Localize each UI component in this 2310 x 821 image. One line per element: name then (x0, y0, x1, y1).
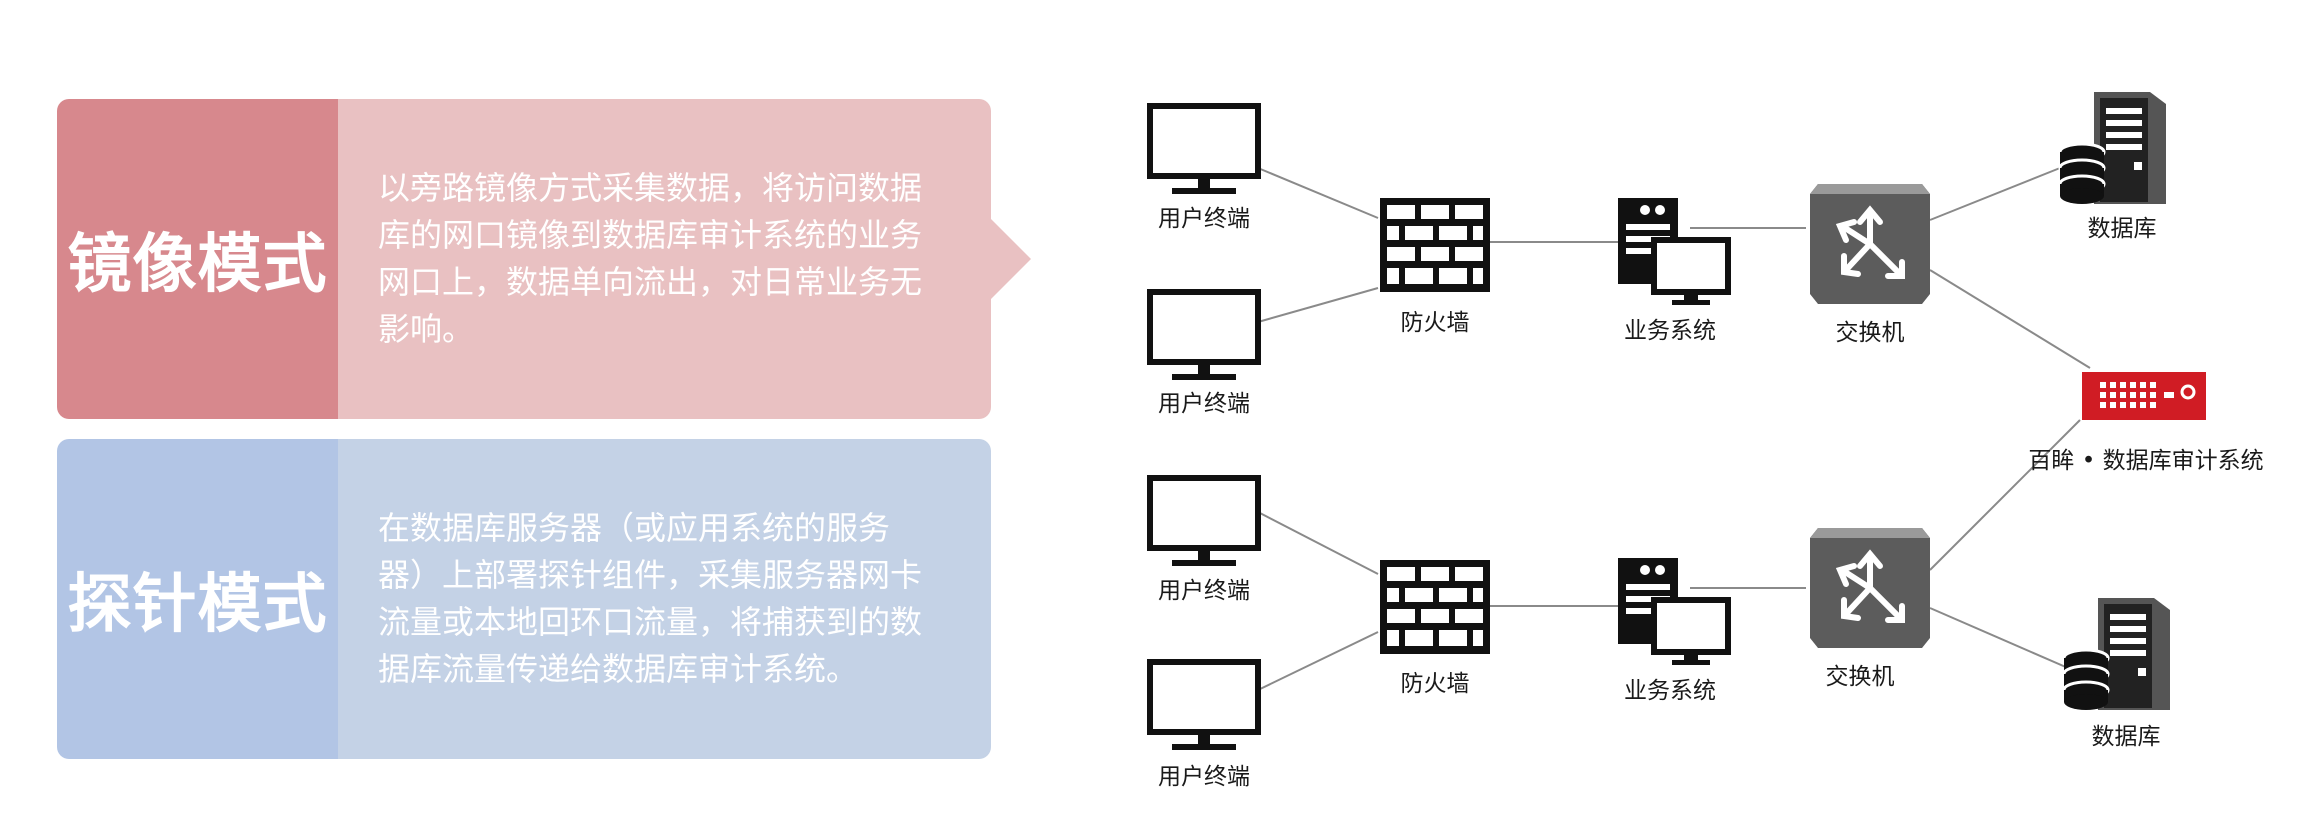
business-system-label: 业务系统 (1624, 318, 1716, 344)
terminal-top-2: 用户终端 (1150, 292, 1258, 417)
switch-top: 交换机 (1810, 184, 1930, 346)
audit-appliance: 百眸 • 数据库审计系统 (2028, 372, 2264, 474)
terminal-top-1: 用户终端 (1150, 106, 1258, 232)
probe-mode-title-block: 探针模式 (57, 439, 338, 759)
database-server-icon (2062, 596, 2172, 712)
terminal-bottom-2: 用户终端 (1150, 662, 1258, 790)
server-icon (1618, 558, 1728, 665)
monitor-icon (1150, 292, 1258, 380)
monitor-icon (1150, 478, 1258, 566)
database-label: 数据库 (2088, 216, 2157, 242)
switch-label: 交换机 (1826, 664, 1895, 690)
mirror-mode-panel: 镜像模式 以旁路镜像方式采集数据，将访问数据库的网口镜像到数据库审计系统的业务网… (57, 99, 1031, 419)
firewall-label: 防火墙 (1401, 310, 1470, 336)
firewall-top: 防火墙 (1380, 198, 1490, 336)
firewall-label: 防火墙 (1401, 671, 1470, 697)
mirror-mode-description: 以旁路镜像方式采集数据，将访问数据库的网口镜像到数据库审计系统的业务网口上，数据… (378, 169, 923, 348)
switch-icon (1810, 528, 1930, 648)
mirror-mode-description-block: 以旁路镜像方式采集数据，将访问数据库的网口镜像到数据库审计系统的业务网口上，数据… (338, 99, 991, 419)
probe-mode-panel: 探针模式 在数据库服务器（或应用系统的服务器）上部署探针组件，采集服务器网卡流量… (57, 439, 991, 759)
business-system-top: 业务系统 (1618, 198, 1728, 344)
monitor-icon (1150, 106, 1258, 194)
mirror-mode-title-block: 镜像模式 (57, 99, 338, 419)
business-system-bottom: 业务系统 (1618, 558, 1728, 704)
pointer-arrow (991, 219, 1031, 299)
database-top: 数据库 (2058, 90, 2168, 242)
firewall-icon (1380, 198, 1490, 292)
audit-appliance-icon (2082, 372, 2206, 420)
audit-system-label: 百眸 • 数据库审计系统 (2028, 448, 2263, 474)
database-server-icon (2058, 90, 2168, 206)
mirror-mode-title: 镜像模式 (67, 228, 328, 302)
terminal-label: 用户终端 (1158, 391, 1250, 417)
probe-mode-description: 在数据库服务器（或应用系统的服务器）上部署探针组件，采集服务器网卡流量或本地回环… (378, 509, 923, 688)
switch-icon (1810, 184, 1930, 304)
probe-mode-title: 探针模式 (67, 568, 328, 642)
terminal-bottom-1: 用户终端 (1150, 478, 1258, 604)
firewall-bottom: 防火墙 (1380, 560, 1490, 697)
connection-lines (1257, 167, 2091, 691)
switch-bottom: 交换机 (1810, 528, 1930, 690)
terminal-label: 用户终端 (1158, 578, 1250, 604)
server-icon (1618, 198, 1728, 305)
terminal-label: 用户终端 (1158, 764, 1250, 790)
database-label: 数据库 (2092, 724, 2161, 750)
monitor-icon (1150, 662, 1258, 750)
database-bottom: 数据库 (2062, 596, 2172, 750)
terminal-label: 用户终端 (1158, 206, 1250, 232)
firewall-icon (1380, 560, 1490, 654)
probe-mode-description-block: 在数据库服务器（或应用系统的服务器）上部署探针组件，采集服务器网卡流量或本地回环… (338, 439, 991, 759)
switch-label: 交换机 (1836, 320, 1905, 346)
business-system-label: 业务系统 (1624, 678, 1716, 704)
